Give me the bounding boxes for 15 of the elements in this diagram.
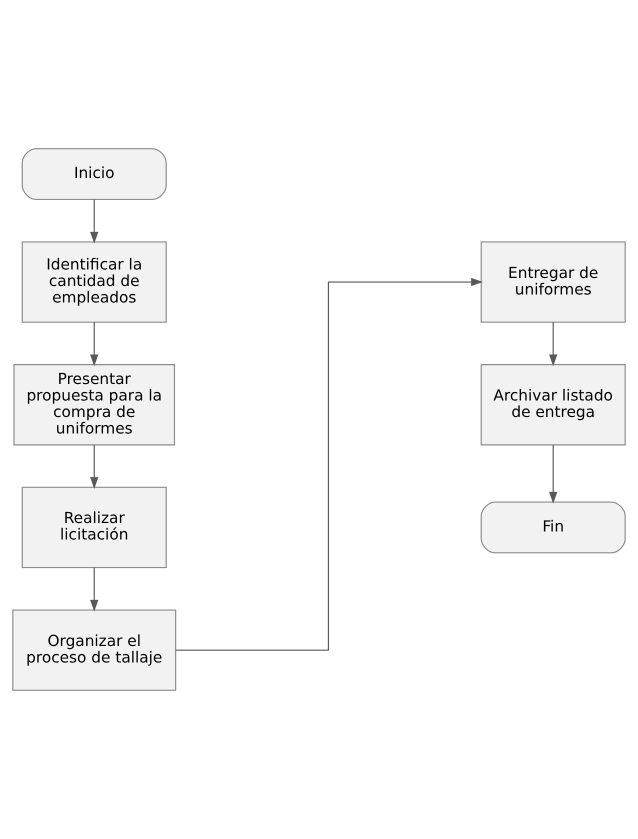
node-box: Entregar de uniformes	[480, 241, 626, 323]
node-box: Archivar listado de entrega	[480, 364, 626, 446]
node-box: Realizar licitación	[22, 486, 167, 568]
arrow	[90, 568, 98, 612]
arrow	[176, 278, 483, 651]
node-box: Organizar el proceso de tallaje	[12, 609, 176, 691]
arrow	[90, 322, 98, 366]
arrow	[90, 200, 98, 244]
arrow	[549, 322, 558, 366]
node-box: Inicio	[22, 148, 167, 200]
node-box: Presentar propuesta para la compra de uniformes	[13, 364, 176, 446]
node-box: Fin	[480, 502, 626, 554]
node-box: Identificar la cantidad de empleados	[22, 241, 167, 323]
arrow	[90, 444, 98, 489]
arrow	[549, 444, 558, 504]
